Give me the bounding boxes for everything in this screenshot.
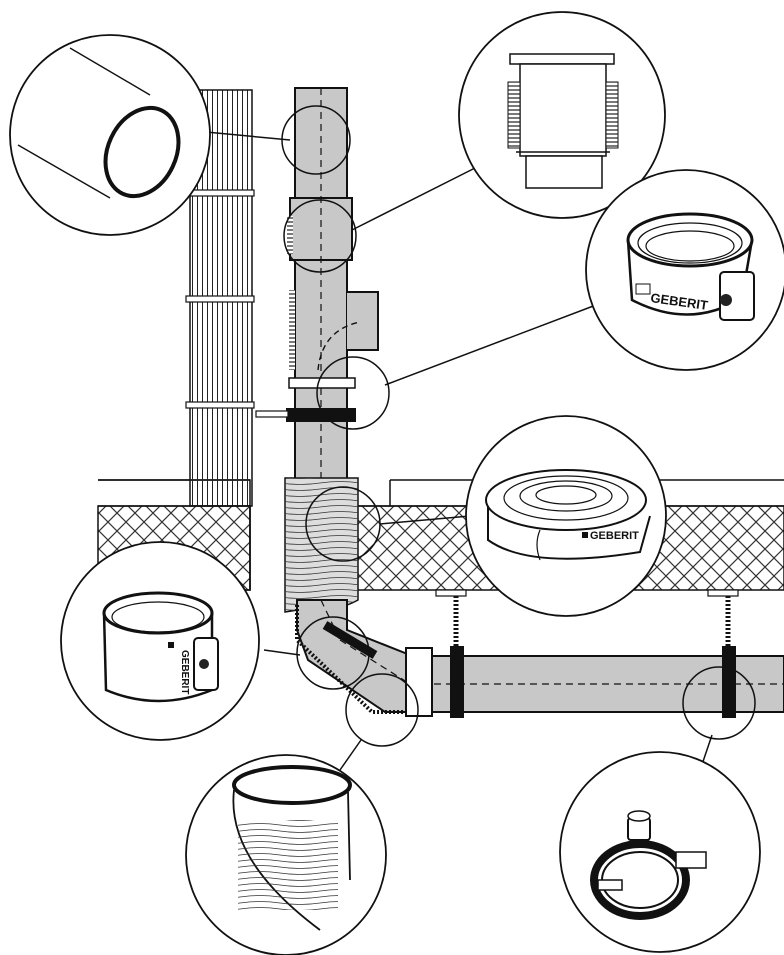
horizontal-pipe [405, 646, 784, 718]
electrofusion-sleeve-detail [458, 11, 666, 219]
clamp-brand-label: GEBERIT [179, 650, 190, 694]
pipe-end-detail [9, 34, 211, 236]
hanger-rods [435, 589, 739, 648]
marker-circles [281, 105, 756, 747]
insulation-wrap [284, 477, 359, 613]
pipe-coupling-detail: GEBERIT [585, 169, 784, 371]
roll-brand-label: GEBERIT [590, 530, 639, 542]
pipe-bend [295, 599, 411, 714]
coupling-clamp-detail: GEBERIT [60, 541, 260, 741]
insulation-roll-detail: GEBERIT [465, 415, 667, 617]
pipe-bracket-detail [559, 751, 761, 953]
vertical-stack-pipe [255, 87, 379, 600]
ribbed-bend-detail [185, 754, 387, 955]
